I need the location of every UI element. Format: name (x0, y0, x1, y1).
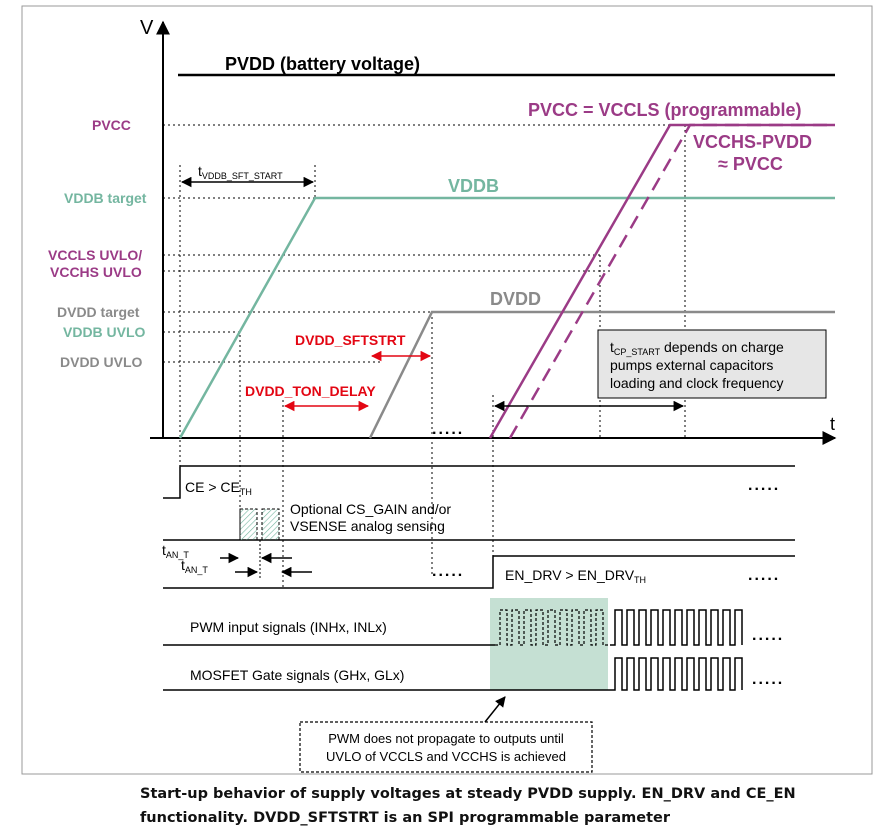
ellipsis-mosfet-gate: ..... (752, 671, 784, 688)
label-vccls-uvlo: VCCLS UVLO/ (48, 247, 142, 263)
tcp-start-note-line1: tCP_START depends on charge (610, 339, 784, 357)
optional-sensing-line2: VSENSE analog sensing (290, 518, 445, 534)
t-an-t-label-1: tAN_T (162, 542, 189, 560)
approx-pvcc-label: ≈ PVCC (718, 154, 783, 174)
label-dvdd-uvlo: DVDD UVLO (60, 354, 143, 370)
ce-label: CE > CETH (185, 479, 252, 497)
ce-signal (163, 465, 795, 499)
en-drv-signal (163, 555, 795, 589)
pwm-input-dashed-pulses (495, 609, 610, 646)
ellipsis-en-drv-right: ..... (748, 567, 780, 584)
vddb-label: VDDB (448, 176, 499, 196)
vcchs-pvdd-label: VCCHS-PVDD (693, 132, 812, 152)
pwm-note-line2: UVLO of VCCLS and VCCHS is achieved (326, 749, 566, 764)
dvdd-sftstrt-label: DVDD_SFTSTRT (295, 332, 406, 348)
t-vddb-sft-start-label: tVDDB_SFT_START (198, 163, 283, 181)
dvdd-ton-delay-label: DVDD_TON_DELAY (245, 383, 376, 399)
caption-line2: functionality. DVDD_SFTSTRT is an SPI pr… (140, 810, 670, 826)
pvcc-vccls-label: PVCC = VCCLS (programmable) (528, 100, 802, 120)
tcp-start-note-line3: loading and clock frequency (610, 375, 784, 391)
caption-line1: Start-up behavior of supply voltages at … (140, 786, 796, 802)
mosfet-gate-label: MOSFET Gate signals (GHx, GLx) (190, 667, 404, 683)
label-vddb-target: VDDB target (64, 190, 147, 206)
y-axis-label: V (140, 17, 154, 39)
pwm-blocked-region (490, 598, 608, 690)
ellipsis-ce: ..... (748, 477, 780, 494)
note-pointer-arrow (484, 696, 506, 723)
label-dvdd-target: DVDD target (57, 304, 140, 320)
pwm-input-label: PWM input signals (INHx, INLx) (190, 619, 387, 635)
pvdd-label: PVDD (battery voltage) (225, 54, 420, 74)
x-axis-label: t (830, 414, 835, 434)
tcp-start-note-line2: pumps external capacitors (610, 357, 773, 373)
figure-caption: Start-up behavior of supply voltages at … (140, 782, 840, 830)
ellipsis-ramps: ..... (432, 421, 464, 438)
ellipsis-pwm-input: ..... (752, 627, 784, 644)
t-an-t-label-2: tAN_T (181, 557, 208, 575)
label-pvcc: PVCC (92, 117, 131, 133)
vddb-curve (178, 196, 835, 439)
label-vddb-uvlo: VDDB UVLO (63, 324, 146, 340)
ellipsis-en-drv-left: ..... (432, 563, 464, 580)
pwm-input-solid-pulses (610, 609, 743, 646)
pwm-note-box (299, 721, 593, 773)
level-reference-lines (163, 124, 685, 363)
analog-sense-window-2 (261, 508, 280, 541)
mosfet-gate-pulses (610, 657, 743, 691)
label-vcchs-uvlo: VCCHS UVLO (50, 264, 142, 280)
dvdd-curve (368, 310, 835, 439)
analog-sense-window-1 (239, 508, 258, 541)
en-drv-label: EN_DRV > EN_DRVTH (505, 567, 646, 585)
pwm-note-line1: PWM does not propagate to outputs until (328, 731, 564, 746)
vcchs-pvdd-curve (508, 123, 835, 439)
tcp-start-note-box (597, 329, 827, 399)
optional-sensing-line1: Optional CS_GAIN and/or (290, 501, 451, 517)
dvdd-label: DVDD (490, 289, 541, 309)
